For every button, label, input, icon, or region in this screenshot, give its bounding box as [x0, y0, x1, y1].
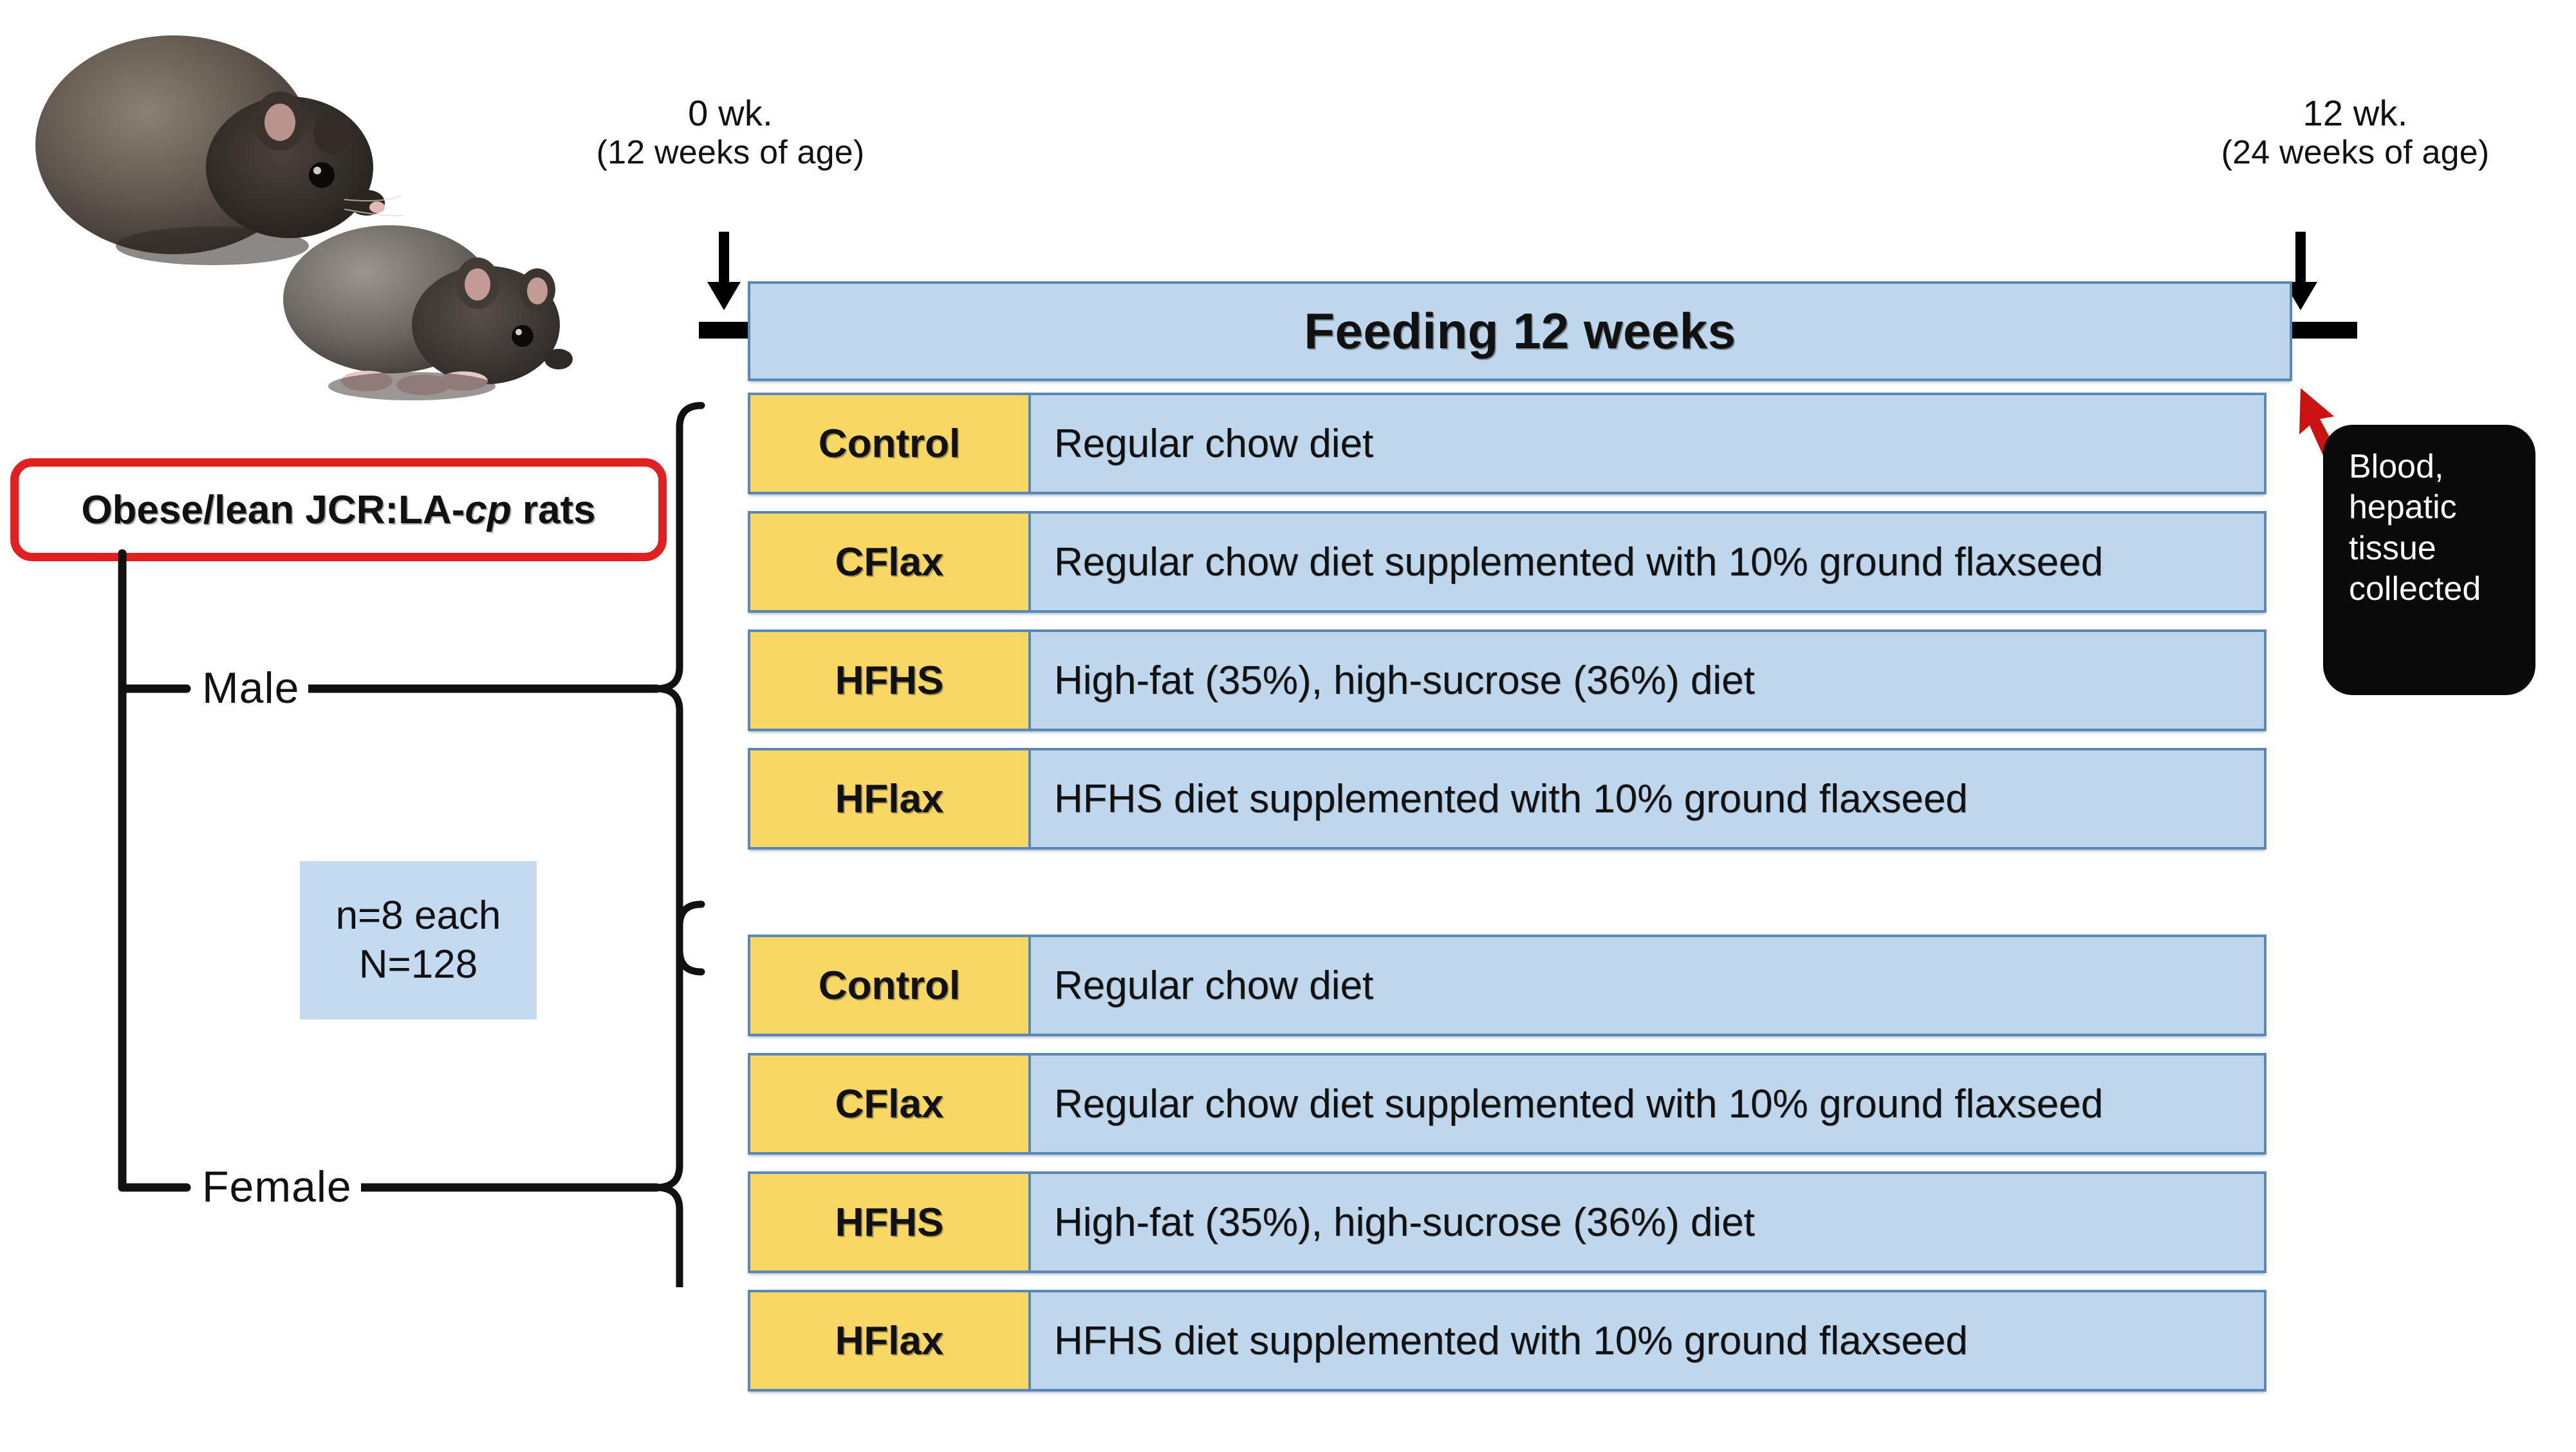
table-row[interactable]: CFlax Regular chow diet supplemented wit… — [748, 511, 2266, 613]
diet-description: High-fat (35%), high-sucrose (36%) diet — [1031, 629, 2266, 731]
species-gene: cp — [465, 487, 512, 532]
diet-tag: HFHS — [748, 1171, 1031, 1273]
table-row[interactable]: HFlax HFHS diet supplemented with 10% gr… — [748, 748, 2266, 850]
diet-group-female: Control Regular chow diet CFlax Regular … — [748, 935, 2266, 1408]
sex-label-female: Female — [193, 1162, 361, 1212]
diet-description: HFHS diet supplemented with 10% ground f… — [1031, 748, 2266, 850]
collection-line: Blood, — [2349, 448, 2444, 485]
sample-size-total: N=128 — [358, 942, 478, 987]
species-box: Obese/lean JCR:LA-cp rats — [10, 458, 667, 561]
collection-line: tissue — [2349, 529, 2436, 567]
diet-description: Regular chow diet — [1031, 393, 2266, 494]
species-prefix: Obese/lean JCR:LA- — [81, 487, 465, 532]
timeline-start-arrow-icon — [705, 232, 743, 312]
table-row[interactable]: HFlax HFHS diet supplemented with 10% gr… — [748, 1290, 2266, 1392]
diet-tag: CFlax — [748, 1053, 1031, 1155]
timeline-end-arrow-icon — [2281, 232, 2320, 312]
timeline-start-tick — [699, 322, 754, 339]
collection-callout: Blood, hepatic tissue collected — [2323, 425, 2535, 695]
diet-tag: HFlax — [748, 1290, 1031, 1392]
species-suffix: rats — [511, 487, 596, 532]
table-row[interactable]: Control Regular chow diet — [748, 935, 2266, 1036]
diet-tag: HFlax — [748, 748, 1031, 850]
species-label: Obese/lean JCR:LA-cp rats — [81, 487, 595, 533]
diet-tag: Control — [748, 935, 1031, 1036]
collection-line: hepatic — [2349, 489, 2457, 526]
timeline-end-week: 12 wk. — [2303, 93, 2408, 133]
diet-description: Regular chow diet supplemented with 10% … — [1031, 1053, 2266, 1155]
timeline-start-label: 0 wk. (12 weeks of age) — [550, 93, 911, 171]
diet-tag: CFlax — [748, 511, 1031, 613]
diet-description: High-fat (35%), high-sucrose (36%) diet — [1031, 1171, 2266, 1273]
sample-size-box: n=8 each N=128 — [300, 861, 537, 1019]
lean-rat-photo — [270, 193, 573, 405]
table-row[interactable]: HFHS High-fat (35%), high-sucrose (36%) … — [748, 629, 2266, 731]
feeding-banner-label: Feeding 12 weeks — [1304, 302, 1736, 359]
diet-description: HFHS diet supplemented with 10% ground f… — [1031, 1290, 2266, 1392]
diet-description: Regular chow diet — [1031, 935, 2266, 1036]
diet-description: Regular chow diet supplemented with 10% … — [1031, 511, 2266, 613]
timeline-start-week: 0 wk. — [688, 93, 773, 133]
table-row[interactable]: HFHS High-fat (35%), high-sucrose (36%) … — [748, 1171, 2266, 1273]
diet-tag: HFHS — [748, 629, 1031, 731]
feeding-banner: Feeding 12 weeks — [748, 281, 2292, 381]
timeline-end-age: (24 weeks of age) — [2221, 133, 2490, 171]
table-row[interactable]: CFlax Regular chow diet supplemented wit… — [748, 1053, 2266, 1155]
timeline-end-tick — [2286, 322, 2357, 339]
diet-group-male: Control Regular chow diet CFlax Regular … — [748, 393, 2266, 866]
table-row[interactable]: Control Regular chow diet — [748, 393, 2266, 494]
timeline-start-age: (12 weeks of age) — [596, 133, 865, 171]
obese-rat-photo — [19, 6, 405, 277]
timeline-end-label: 12 wk. (24 weeks of age) — [2175, 93, 2535, 171]
collection-line: collected — [2349, 570, 2481, 608]
sex-label-male: Male — [193, 663, 309, 713]
sample-size-per-group: n=8 each — [335, 893, 501, 938]
diet-tag: Control — [748, 393, 1031, 494]
